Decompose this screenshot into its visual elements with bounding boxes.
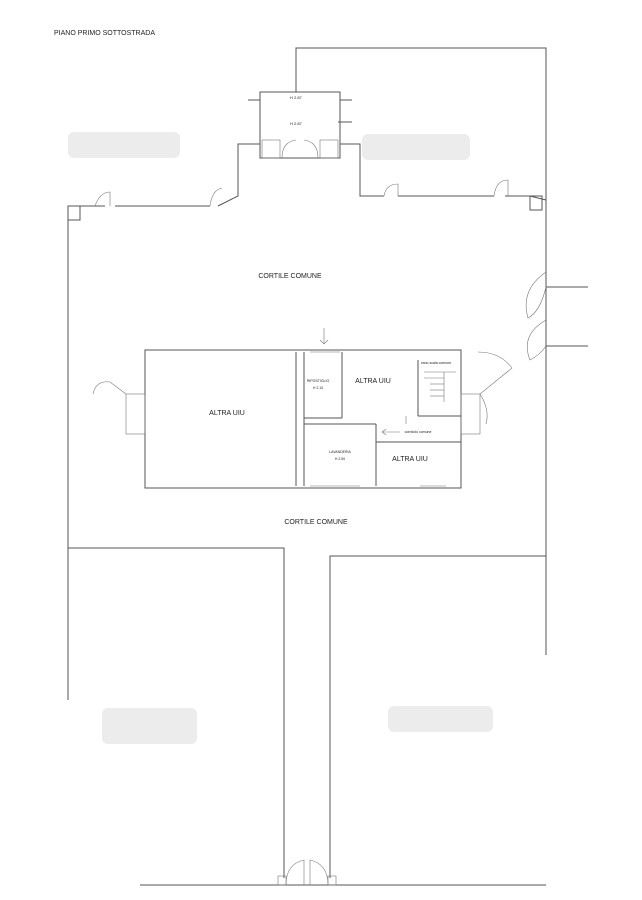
unit-large-label: ALTRA UIU <box>209 410 245 417</box>
redacted-label-nw <box>68 132 180 158</box>
floor-title: PIANO PRIMO SOTTOSTRADA <box>54 30 155 37</box>
unit-lower-label: ALTRA UIU <box>392 456 428 463</box>
redacted-label-se <box>388 706 493 732</box>
tower-height-mid: H 2.87 <box>290 121 303 126</box>
courtyard-north-label: CORTILE COMUNE <box>258 273 322 280</box>
redacted-label-ne <box>362 134 470 160</box>
laundry-label: LAVANDERIA <box>329 450 351 454</box>
south-walls <box>68 547 546 886</box>
vestibule-height: H 2.10 <box>313 386 323 390</box>
outer-walls <box>67 47 547 700</box>
laundry-height: H 2.50 <box>335 457 345 461</box>
pillar-ne <box>529 195 543 211</box>
east-doors <box>525 271 588 361</box>
entrance-arrow <box>319 328 329 345</box>
redacted-label-sw <box>102 708 197 744</box>
courtyard-south-label: CORTILE COMUNE <box>284 519 348 526</box>
central-building <box>92 349 513 489</box>
north-doors <box>94 179 509 207</box>
tower-height-top: H 2.87 <box>290 95 303 100</box>
pillar-nw <box>67 205 81 221</box>
stair-label: vano scala comune <box>421 361 451 365</box>
tower-room: H 2.87 H 2.87 <box>248 91 352 159</box>
corridor-label: corridoio comune <box>405 430 432 434</box>
vestibule-label: RIPOSTIGLIO <box>307 379 330 383</box>
unit-upper-label: ALTRA UIU <box>355 378 391 385</box>
